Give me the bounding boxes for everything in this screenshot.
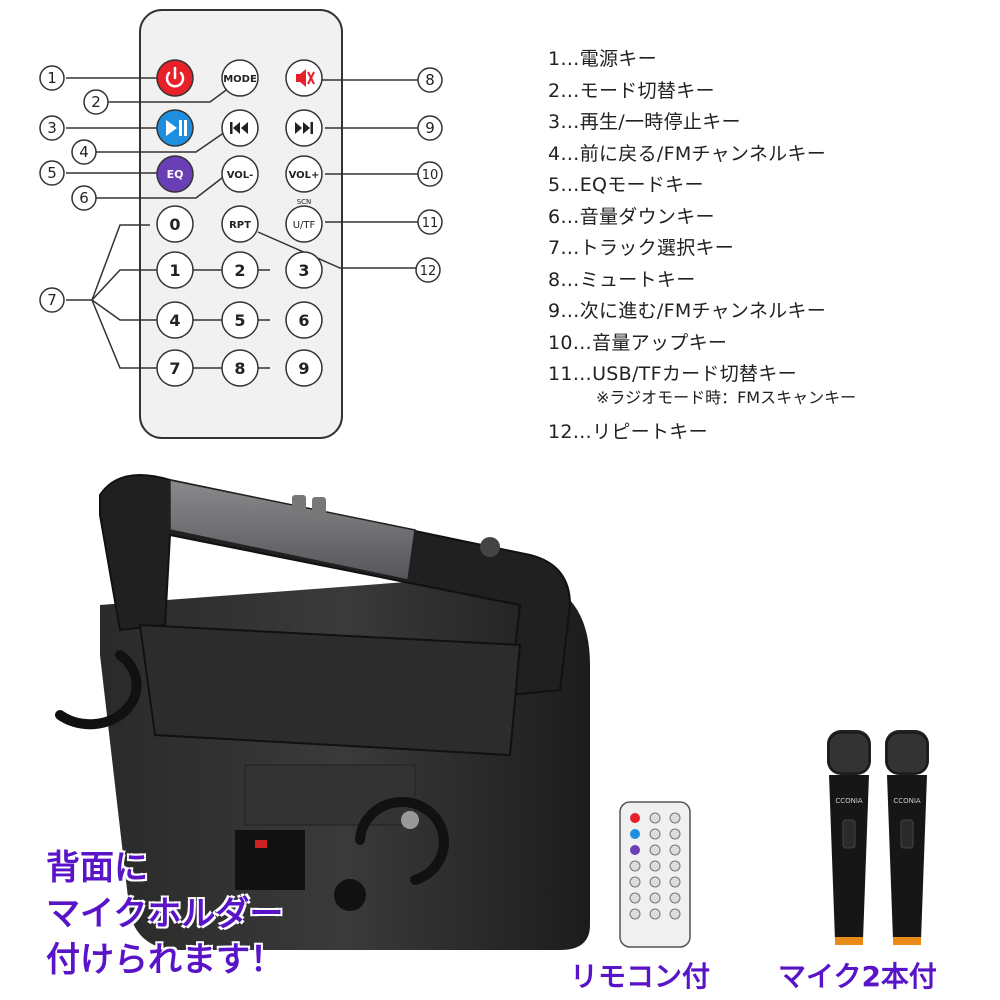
svg-text:2: 2 [91,93,101,111]
mute-icon [296,69,315,87]
svg-text:6: 6 [298,311,309,330]
svg-text:MODE: MODE [223,74,257,85]
next-icon [295,122,313,134]
remote-included-caption: リモコン付 [570,960,711,993]
svg-text:EQ: EQ [167,168,184,181]
svg-text:5: 5 [47,164,57,182]
svg-text:11: 11 [422,216,439,231]
svg-text:VOL+: VOL+ [289,170,320,181]
svg-text:VOL-: VOL- [227,170,254,181]
legend-item: 7…トラック選択キー [548,237,735,259]
legend-item: 4…前に戻る/FMチャンネルキー [548,142,827,165]
callout-1: 1 [39,65,65,91]
remote-diagram: 1 2 3 4 5 6 7 8 9 10 11 12 MODE [39,9,443,439]
legend-item: 1…電源キー [548,48,657,70]
svg-text:1: 1 [169,261,180,280]
scan-label: SCN [297,198,312,206]
callout-4: 4 [71,139,97,165]
number-7-button[interactable]: 7 [156,349,194,387]
callout-5: 5 [39,160,65,186]
power-button[interactable] [156,59,194,97]
callout-9: 9 [417,115,443,141]
promo-line: 付けられます！ [46,940,284,980]
number-5-button[interactable]: 5 [221,301,259,339]
legend-item: 2…モード切替キー [548,79,715,102]
svg-text:3: 3 [47,119,57,137]
svg-text:6: 6 [79,189,89,207]
number-8-button[interactable]: 8 [221,349,259,387]
legend-item: 8…ミュートキー [548,268,696,291]
svg-text:12: 12 [420,264,437,279]
legend-item: 12…リピートキー [548,420,708,443]
speaker-rear-photo [55,474,590,950]
svg-text:3: 3 [298,261,309,280]
callout-12: 12 [415,257,441,283]
svg-text:4: 4 [79,143,89,161]
number-1-button[interactable]: 1 [156,251,194,289]
callout-8: 8 [417,67,443,93]
promo-line: 背面に [46,848,148,888]
power-icon [165,66,185,88]
microphones-photo: CCONIA CCONIA [827,730,929,945]
legend-item: 3…再生/一時停止キー [548,111,741,133]
callout-6: 6 [71,185,97,211]
svg-text:7: 7 [47,291,57,309]
callout-7: 7 [39,287,65,313]
svg-text:4: 4 [169,311,180,330]
svg-text:2: 2 [234,261,245,280]
microphone-left [827,730,871,945]
previous-icon [230,122,248,134]
mic-brand-label: CCONIA [893,797,921,805]
svg-text:8: 8 [425,71,435,89]
legend-item: 5…EQモードキー [548,174,704,196]
number-9-button[interactable]: 9 [285,349,323,387]
svg-text:1: 1 [47,69,57,87]
number-2-button[interactable]: 2 [221,251,259,289]
number-4-button[interactable]: 4 [156,301,194,339]
play-pause-button[interactable] [156,109,194,147]
number-3-button[interactable]: 3 [285,251,323,289]
callout-2: 2 [83,89,109,115]
svg-text:RPT: RPT [229,220,251,231]
svg-text:7: 7 [169,359,180,378]
svg-text:8: 8 [234,359,245,378]
small-remote-photo [619,801,691,948]
svg-text:10: 10 [422,168,439,183]
mute-button[interactable] [285,59,323,97]
number-0-button[interactable]: 0 [156,205,194,243]
play-pause-icon [166,120,187,136]
mic-brand-label: CCONIA [835,797,863,805]
legend-item: 10…音量アップキー [548,331,728,354]
vol-down-button[interactable]: VOL- [221,155,259,193]
legend-item: 9…次に進む/FMチャンネルキー [548,300,827,322]
svg-text:0: 0 [169,215,180,234]
eq-button[interactable]: EQ [156,155,194,193]
vol-up-button[interactable]: VOL+ [285,155,323,193]
key-legend: 1…電源キー 2…モード切替キー 3…再生/一時停止キー 4…前に戻る/FMチャ… [548,44,988,448]
previous-button[interactable] [221,109,259,147]
legend-note: ※ラジオモード時：FMスキャンキー [596,387,857,407]
mic-holder-right [355,796,449,885]
mic-holder-promo: 背面に マイクホルダー 付けられます！ [46,845,284,983]
svg-text:U/TF: U/TF [293,220,316,231]
svg-text:5: 5 [234,311,245,330]
mic-holder-left [55,650,142,730]
number-6-button[interactable]: 6 [285,301,323,339]
svg-text:9: 9 [298,359,309,378]
svg-text:9: 9 [425,119,435,137]
promo-line: マイクホルダー [46,894,284,934]
mics-included-caption: マイク2本付 [778,960,937,993]
usb-tf-button[interactable]: U/TF [285,205,323,243]
legend-item: 6…音量ダウンキー [548,205,715,228]
rpt-button[interactable]: RPT [221,205,259,243]
next-button[interactable] [285,109,323,147]
callout-3: 3 [39,115,65,141]
mode-button[interactable]: MODE [221,59,259,97]
legend-item: 11…USB/TFカード切替キー [548,363,797,385]
microphone-right [885,730,929,945]
callouts: 1 2 3 4 5 6 7 8 9 10 11 12 [39,65,443,313]
callout-11: 11 [417,209,443,235]
callout-10: 10 [417,161,443,187]
